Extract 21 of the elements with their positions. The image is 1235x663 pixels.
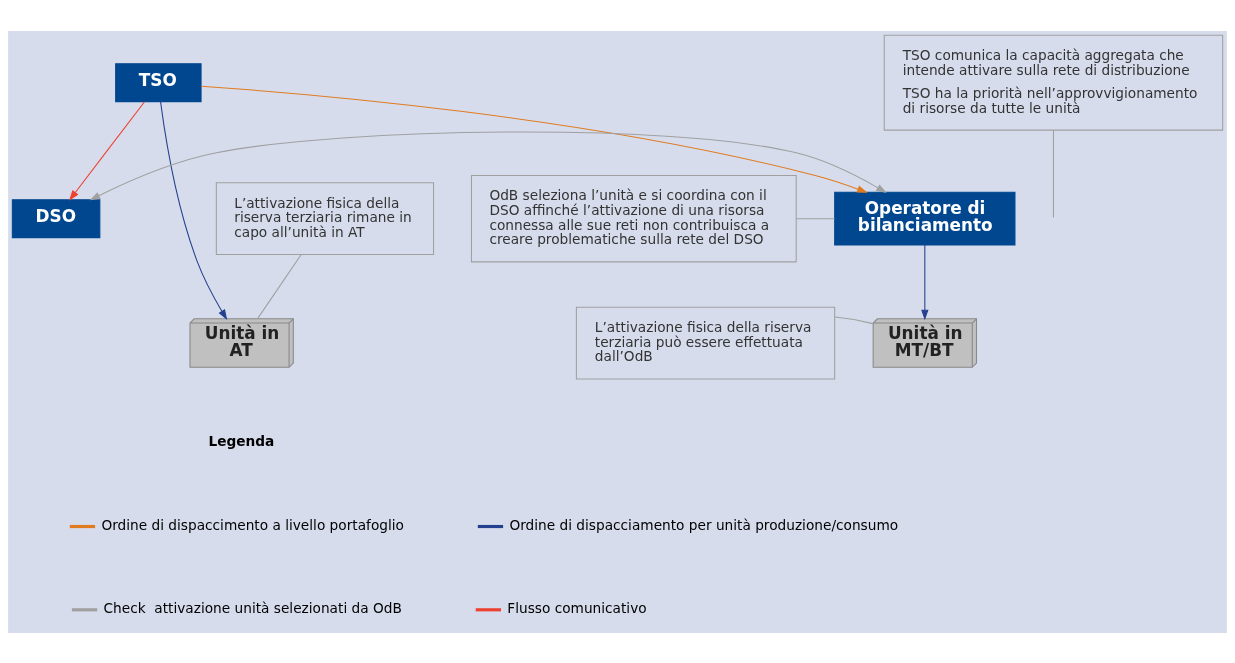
connector bbox=[1052, 129, 1054, 218]
arrow bbox=[200, 85, 868, 193]
label: Legenda bbox=[208, 432, 275, 449]
connector bbox=[257, 253, 302, 319]
node-box: Operatore di bilanciamento bbox=[834, 191, 1016, 246]
node-box: TSO bbox=[115, 62, 202, 102]
node-box: L’attivazione fisica della riserva terziaria rimane in capo all’unità in AT bbox=[215, 181, 435, 255]
legend-label: Check attivazione unità selezionati da OdB bbox=[103, 599, 402, 616]
connector bbox=[795, 217, 836, 219]
arrow bbox=[89, 131, 887, 200]
arrow bbox=[69, 100, 146, 201]
legend-label: Ordine di dispacciamento per unità produzione/consumo bbox=[509, 516, 899, 533]
legend-label: Flusso comunicativo bbox=[507, 599, 647, 616]
node-box: TSO comunica la capacità aggregata che intende attivare sulla rete di distribuzione TSO ha la priorità nell’approvvigionamento di risorse da tutte le unità bbox=[883, 34, 1224, 131]
legend-label: Ordine di dispaccimento a livello portafoglio bbox=[101, 516, 404, 533]
node-box: L’attivazione fisica della riserva terziaria può essere effettuata dall’OdB bbox=[575, 306, 836, 379]
node-box: OdB seleziona l’unità e si coordina con il DSO affinché l’attivazione di una risorsa connessa alle sue reti non contribuisca a creare problematiche sulla rete del DSO bbox=[470, 174, 797, 262]
arrow bbox=[160, 100, 228, 320]
arrow bbox=[921, 244, 929, 320]
node-box: DSO bbox=[11, 198, 101, 238]
connector bbox=[834, 316, 874, 324]
